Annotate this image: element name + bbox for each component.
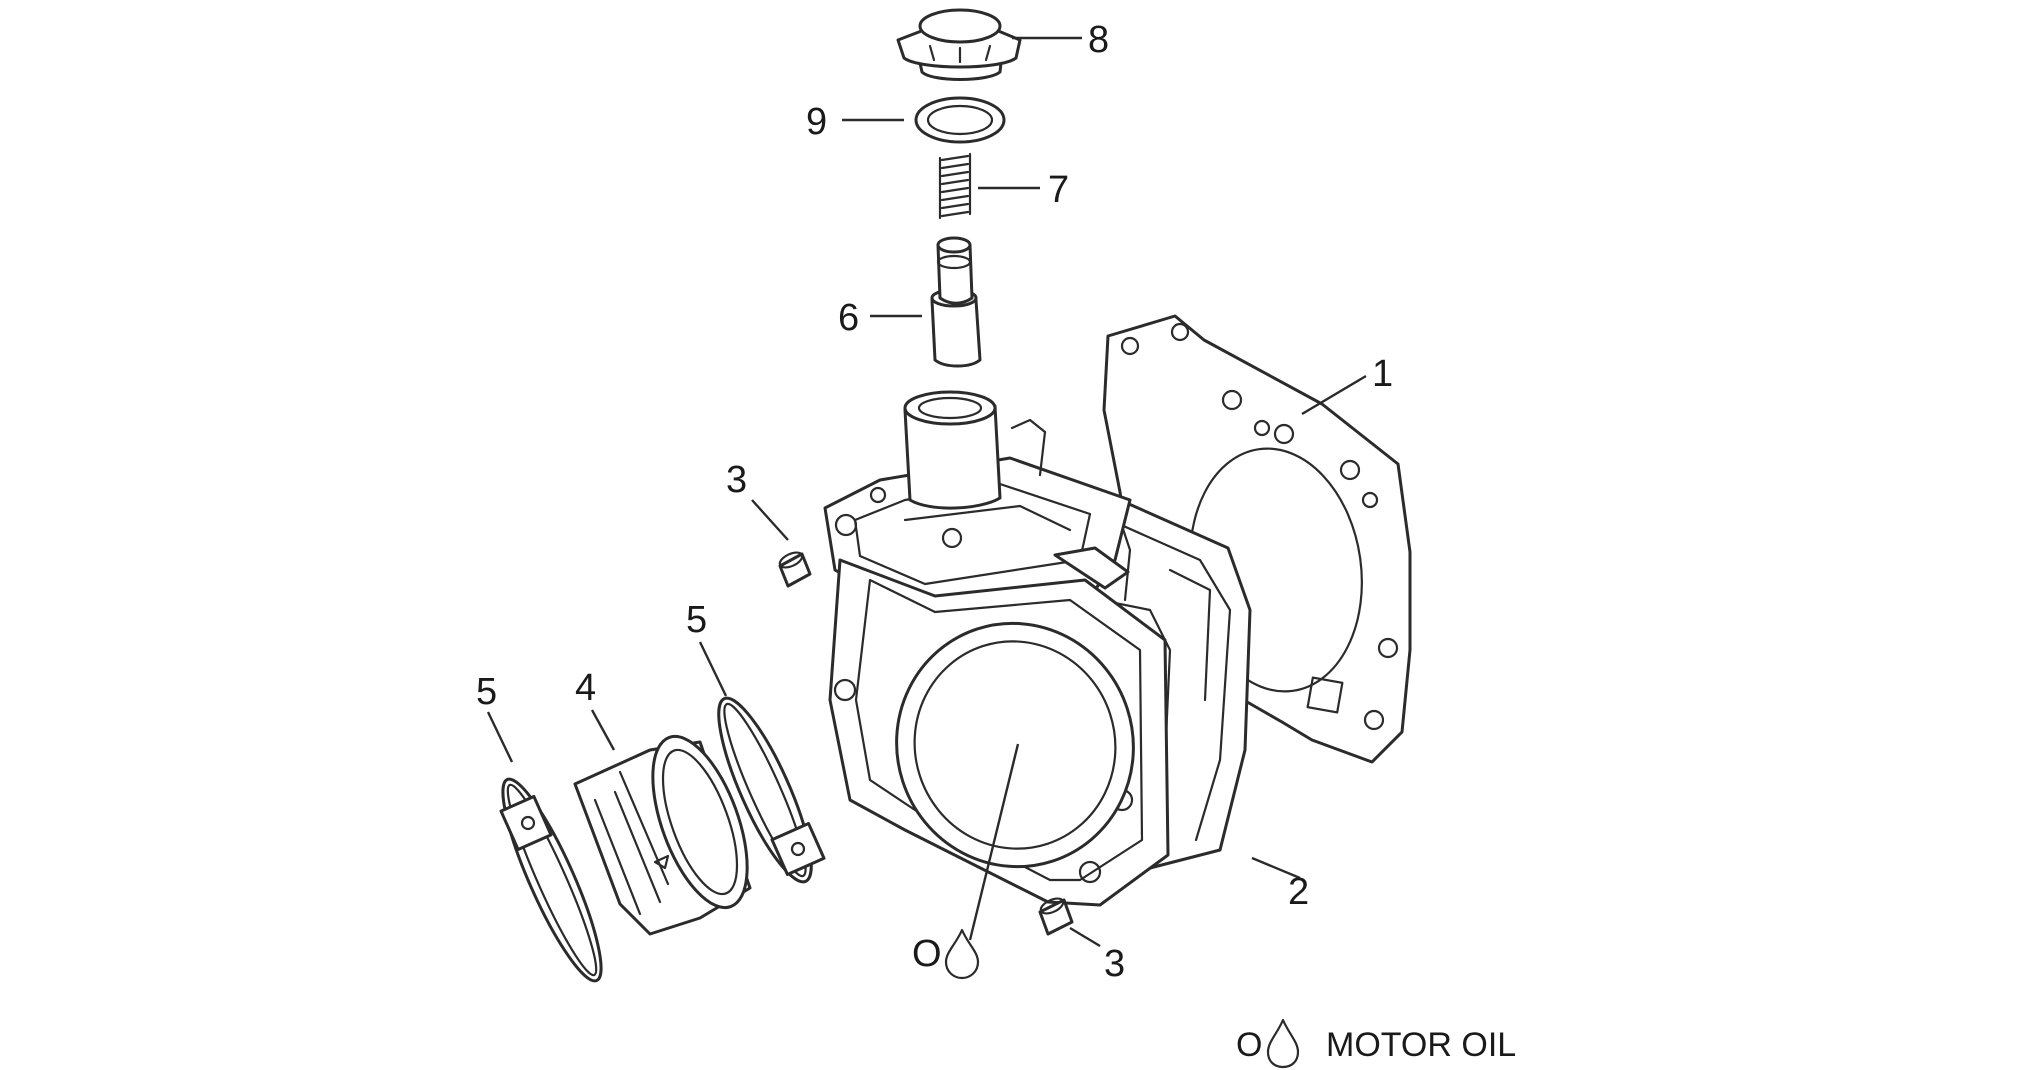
leader-5-right	[698, 641, 728, 697]
callout-numbers: 1 2 3 3 4 5 5 6 7 8 9	[476, 19, 1393, 985]
part-4-intake-manifold	[573, 734, 752, 936]
callout-9: 9	[806, 101, 827, 143]
legend-label: MOTOR OIL	[1326, 1026, 1516, 1064]
callout-8: 8	[1088, 19, 1109, 61]
leader-5-left	[486, 711, 514, 763]
oil-drop-icon	[1266, 1018, 1300, 1069]
leader-2	[1251, 856, 1301, 880]
callout-3-upper: 3	[726, 459, 747, 501]
callout-4: 4	[575, 667, 596, 709]
leader-3-upper	[751, 499, 789, 541]
legend: O MOTOR OIL	[1236, 1018, 1516, 1069]
part-5-hose-clamp-right	[717, 696, 826, 884]
part-5-hose-clamp-left	[499, 777, 603, 983]
leader-1	[1301, 374, 1367, 416]
part-3-dowel-pin-upper	[778, 551, 812, 588]
oil-marker-symbol: O	[912, 933, 942, 975]
callout-2: 2	[1288, 871, 1309, 913]
part-9-washer	[914, 96, 1006, 144]
leader-3-lower	[1069, 926, 1101, 948]
part-2-cylinder	[823, 390, 1252, 907]
callout-1: 1	[1372, 353, 1393, 395]
oil-marker: O	[912, 928, 980, 980]
leader-oil	[968, 743, 1020, 941]
callout-7: 7	[1048, 169, 1069, 211]
oil-drop-icon	[944, 928, 980, 980]
callout-5-right: 5	[686, 599, 707, 641]
callout-5-left: 5	[476, 671, 497, 713]
part-8-cap-plug	[896, 8, 1022, 81]
callout-6: 6	[838, 297, 859, 339]
part-3-dowel-pin-lower	[1038, 897, 1074, 936]
legend-symbol: O	[1236, 1026, 1262, 1064]
part-6-tensioner-body	[930, 236, 982, 368]
leader-lines	[486, 36, 1367, 948]
callout-3-lower: 3	[1104, 943, 1125, 985]
leader-4	[590, 709, 616, 751]
part-7-spring	[938, 152, 972, 220]
